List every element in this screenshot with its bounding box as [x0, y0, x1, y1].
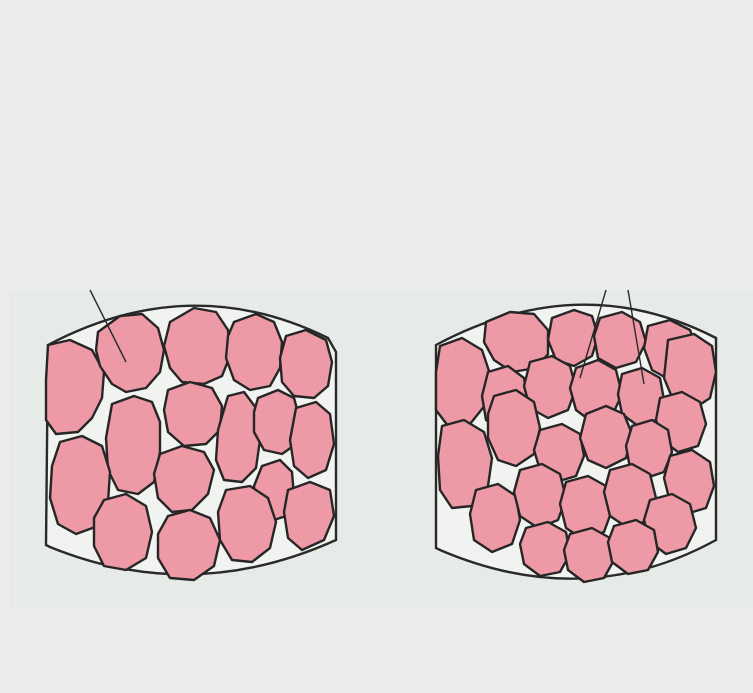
right-grain — [580, 406, 632, 468]
right-grain — [470, 484, 520, 552]
left-grain — [226, 314, 282, 390]
left-grain — [158, 510, 220, 580]
left-grain — [164, 382, 222, 446]
right-grain — [488, 390, 540, 466]
left-grain — [94, 494, 152, 570]
right-grain — [608, 520, 658, 574]
left-grain — [218, 486, 276, 562]
left-grain — [280, 330, 332, 398]
right-grain — [594, 312, 646, 368]
right-grain — [564, 528, 614, 582]
left-grain — [290, 402, 334, 478]
right-grain — [520, 522, 570, 576]
right-grain — [514, 464, 566, 528]
left-grain — [106, 396, 160, 494]
left-grain — [164, 308, 230, 384]
left-sample-panel — [46, 290, 336, 580]
right-sample-panel — [436, 290, 716, 582]
